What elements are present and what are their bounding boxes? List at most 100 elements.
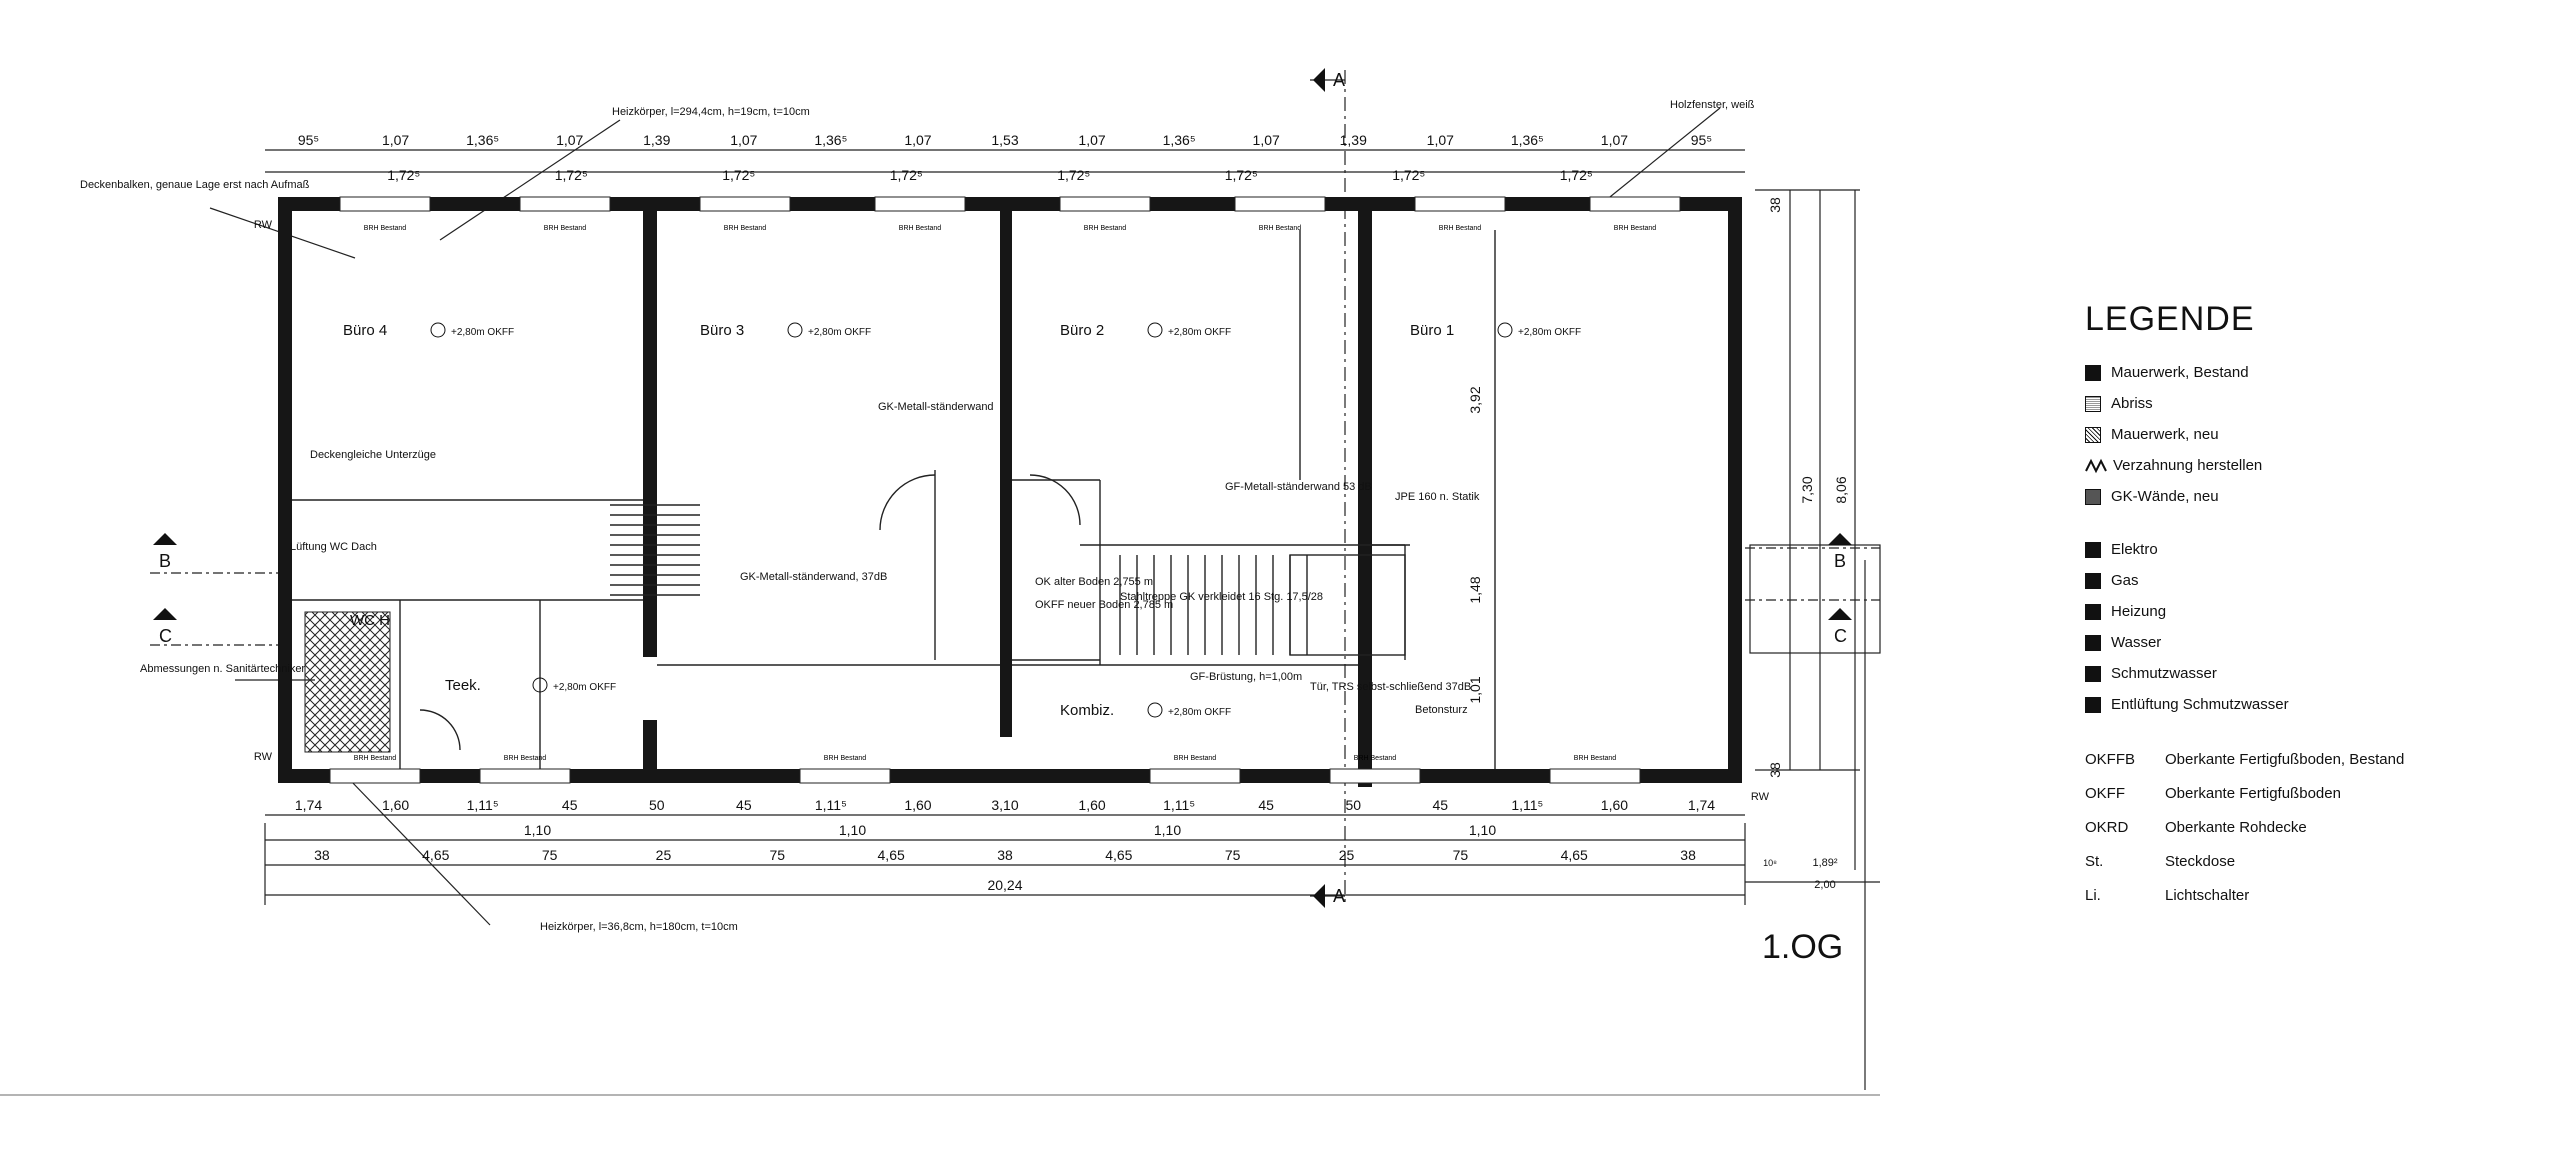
dim-bottom-1: 1,11⁵ xyxy=(1511,797,1543,813)
dim-top-1: 1,36⁵ xyxy=(814,132,847,148)
dim-top-1: 1,07 xyxy=(1427,132,1454,148)
dim-bottom-2: 1,10 xyxy=(1154,822,1181,838)
legend-service-row: Elektro xyxy=(2085,534,2485,565)
dim-top-1: 95⁵ xyxy=(298,132,319,148)
dim-bottom-2: 1,10 xyxy=(524,822,551,838)
section-label: C xyxy=(1834,626,1847,646)
legend-label: Mauerwerk, Bestand xyxy=(2111,364,2249,381)
window-bottom xyxy=(799,768,891,784)
annotation-text: Heizkörper, l=294,4cm, h=19cm, t=10cm xyxy=(612,106,810,118)
dim-bottom-3: 4,65 xyxy=(878,847,905,863)
dim-bottom-3: 38 xyxy=(997,847,1013,863)
level-marker-icon xyxy=(532,677,548,693)
walls xyxy=(278,197,1742,787)
annotation-text: Abmessungen n. Sanitärtechniker xyxy=(140,663,305,675)
dim-bottom-1: 1,74 xyxy=(1688,797,1715,813)
partitions xyxy=(292,230,1496,769)
room-name: Büro 1 xyxy=(1410,322,1454,339)
legend-swatch xyxy=(2085,395,2101,412)
annotation-text: GF-Metall-ständerwand 53 dB xyxy=(1225,481,1372,493)
room-level: +2,80m OKFF xyxy=(451,327,514,338)
dim-bottom-1: 1,74 xyxy=(295,797,322,813)
dim-top-1: 1,07 xyxy=(382,132,409,148)
abbreviation-key: OKFF xyxy=(2085,784,2125,802)
dim-top-2: 1,72⁵ xyxy=(890,167,923,183)
abbreviation-text: Lichtschalter xyxy=(2165,886,2250,904)
dim-bottom-2: 1,10 xyxy=(839,822,866,838)
stair-landing xyxy=(1289,554,1406,656)
legend-material-row: GK-Wände, neu xyxy=(2085,481,2485,512)
legend-material-row: Mauerwerk, Bestand xyxy=(2085,357,2485,388)
dim-bottom-3: 4,65 xyxy=(1105,847,1132,863)
abbreviation-key: OKFFB xyxy=(2085,750,2136,768)
dim-right: 38 xyxy=(1767,197,1783,213)
section-arrow-icon xyxy=(153,533,177,545)
legend-swatch xyxy=(2085,488,2101,505)
dim-right: 1,48 xyxy=(1467,576,1483,603)
abbreviation-key: OKRD xyxy=(2085,818,2129,836)
dim-bottom-1: 50 xyxy=(649,797,665,813)
dim-top-1: 1,53 xyxy=(991,132,1018,148)
window-label-bottom: BRH Bestand xyxy=(354,755,397,762)
section-label: A xyxy=(1333,886,1345,906)
section-label: B xyxy=(1834,551,1846,571)
wall-segment xyxy=(1358,197,1372,787)
rw-label: RW xyxy=(254,219,273,231)
dim-bottom-3: 4,65 xyxy=(1561,847,1588,863)
wall-segment xyxy=(643,720,657,783)
window-label-top: BRH Bestand xyxy=(1614,225,1657,232)
legend-service-row: Entlüftung Schmutzwasser xyxy=(2085,689,2485,720)
abbreviation-text: Oberkante Fertigfußboden, Bestand xyxy=(2165,750,2405,768)
window-top xyxy=(519,196,611,212)
legend-swatch xyxy=(2085,541,2101,558)
legend-label: Mauerwerk, neu xyxy=(2111,426,2219,443)
abbreviation-text: Steckdose xyxy=(2165,852,2236,870)
dim-bottom-3: 38 xyxy=(1680,847,1696,863)
window-top xyxy=(1234,196,1326,212)
window-top xyxy=(699,196,791,212)
window-label-top: BRH Bestand xyxy=(724,225,767,232)
legend-service-row: Wasser xyxy=(2085,627,2485,658)
dim-bottom-1: 1,60 xyxy=(382,797,409,813)
legend-swatch xyxy=(2085,364,2101,381)
annotation-text: GK-Metall-ständerwand, 37dB xyxy=(740,571,887,583)
legend-abbreviation-row: OKRD Oberkante Rohdecke xyxy=(2085,810,2485,844)
dim-top-1: 1,07 xyxy=(730,132,757,148)
dim-bottom-3: 75 xyxy=(770,847,786,863)
dim-top-1: 1,39 xyxy=(1340,132,1367,148)
dim-top-1: 1,36⁵ xyxy=(1163,132,1196,148)
section-arrow-icon xyxy=(1313,884,1325,908)
dim-top-2: 1,72⁵ xyxy=(1225,167,1258,183)
dim-bottom-3: 25 xyxy=(1339,847,1355,863)
door-swing xyxy=(419,709,461,751)
dim-bottom-3: 25 xyxy=(656,847,672,863)
abbreviation-text: Oberkante Rohdecke xyxy=(2165,818,2307,836)
legend-label: Entlüftung Schmutzwasser xyxy=(2111,696,2289,713)
stairs xyxy=(610,504,1406,656)
dim-top-2: 1,72⁵ xyxy=(1560,167,1593,183)
window-label-bottom: BRH Bestand xyxy=(1174,755,1217,762)
window-label-top: BRH Bestand xyxy=(899,225,942,232)
window-bottom xyxy=(329,768,421,784)
annotation-text: OKFF neuer Boden 2,785 m xyxy=(1035,599,1173,611)
dim-right-small: 2,00 xyxy=(1814,879,1835,891)
dim-top-1: 1,07 xyxy=(556,132,583,148)
legend-title: LEGENDE xyxy=(2085,300,2255,338)
dim-right-total: 7,30 xyxy=(1799,476,1815,503)
dim-top-2: 1,72⁵ xyxy=(1057,167,1090,183)
window-bottom xyxy=(479,768,571,784)
window-label-top: BRH Bestand xyxy=(1084,225,1127,232)
dim-top-1: 1,07 xyxy=(1078,132,1105,148)
dim-bottom-1: 1,11⁵ xyxy=(815,797,847,813)
floor-label: 1.OG xyxy=(1762,928,1844,966)
annotations: Deckenbalken, genaue Lage erst nach Aufm… xyxy=(80,99,1755,933)
legend-service-row: Heizung xyxy=(2085,596,2485,627)
section-label: C xyxy=(159,626,172,646)
section-arrow-icon xyxy=(1313,68,1325,92)
legend-swatch xyxy=(2085,665,2101,682)
wall-segment xyxy=(1358,720,1372,783)
